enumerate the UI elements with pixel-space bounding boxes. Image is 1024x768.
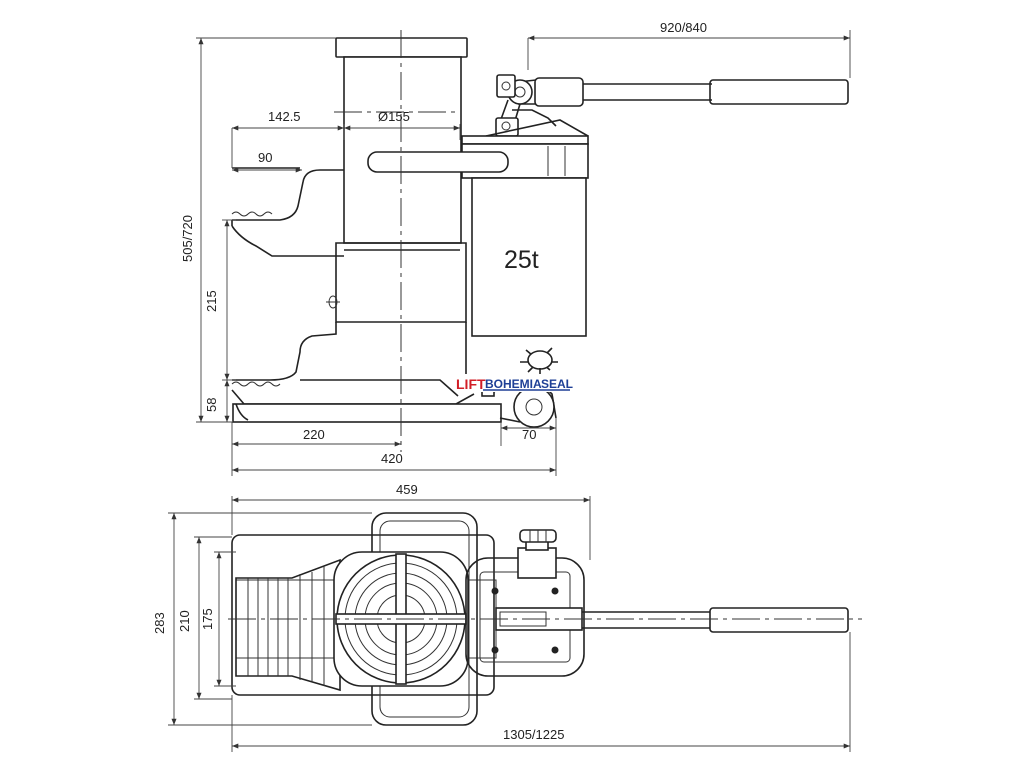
dim-toe-height: 215 bbox=[204, 290, 219, 312]
side-dimensions: 920/840 505/720 142.5 Ø155 90 215 58 bbox=[180, 20, 851, 476]
jack-body bbox=[231, 322, 502, 423]
dim-wheel-offset: 70 bbox=[522, 427, 536, 442]
dim-overall-width: 283 bbox=[152, 612, 167, 634]
dim-ram-diameter: Ø155 bbox=[378, 109, 410, 124]
top-dimensions: 459 283 210 175 1305/1225 bbox=[152, 482, 851, 752]
dim-width-mid: 210 bbox=[177, 610, 192, 632]
brand-logo: LIFT BOHEMIA SEAL bbox=[455, 374, 573, 392]
logo-bohemia: BOHEMIA bbox=[485, 377, 542, 391]
dim-toe-min-height: 58 bbox=[204, 398, 219, 412]
lifting-toe bbox=[231, 167, 344, 257]
side-view: 25t bbox=[180, 20, 851, 476]
dim-width-inner: 175 bbox=[200, 608, 215, 630]
top-view: 459 283 210 175 1305/1225 bbox=[152, 482, 862, 752]
toe-top bbox=[235, 558, 341, 692]
dim-total-height: 505/720 bbox=[180, 215, 195, 262]
dim-top-length: 459 bbox=[396, 482, 418, 497]
ram bbox=[326, 37, 509, 323]
logo-lift: LIFT bbox=[456, 376, 486, 392]
pump-top bbox=[465, 529, 585, 677]
dim-toe-offset: 142.5 bbox=[268, 109, 301, 124]
dim-base-length: 420 bbox=[381, 451, 403, 466]
dim-handle-length: 920/840 bbox=[660, 20, 707, 35]
dim-length-with-handle: 1305/1225 bbox=[503, 727, 564, 742]
capacity-label: 25t bbox=[504, 246, 539, 274]
release-valve bbox=[520, 347, 558, 380]
dim-toe-depth: 90 bbox=[258, 150, 272, 165]
logo-seal: SEAL bbox=[541, 377, 573, 391]
pump-handle bbox=[495, 74, 849, 137]
handle-top bbox=[582, 607, 849, 633]
dim-base-half: 220 bbox=[303, 427, 325, 442]
